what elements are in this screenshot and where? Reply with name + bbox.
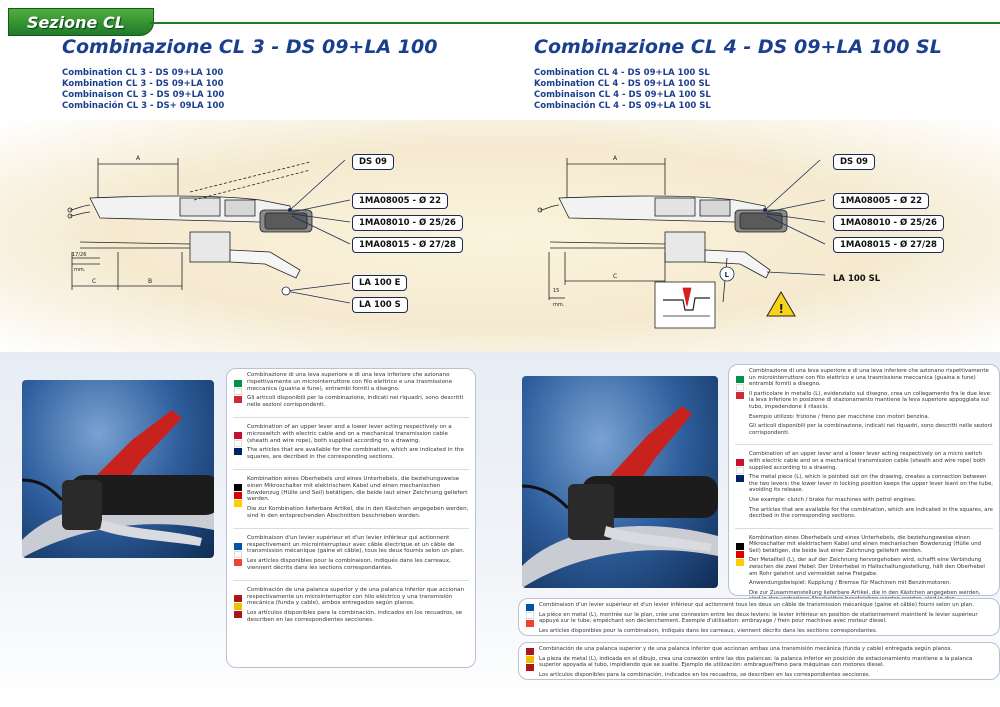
dim-h-label: 15	[553, 288, 559, 294]
text-line: Il particolare in metallo (L), evidenzia…	[749, 390, 992, 410]
callout-1ma08010-left: 1MA08010 - Ø 25/26	[352, 215, 463, 231]
italian-flag-icon	[234, 380, 242, 403]
spanish-flag-icon	[526, 648, 534, 671]
right-technical-drawing: A C 15 mm. L !	[537, 155, 826, 329]
left-title: Combinazione CL 3 - DS 09+LA 100	[62, 36, 438, 58]
right-description-panel-es: Combinación de una palanca superior y de…	[518, 642, 1000, 680]
callout-la100sl: LA 100 SL	[833, 274, 881, 284]
dim-mm-label: mm.	[74, 267, 86, 273]
german-flag-icon	[736, 542, 744, 566]
callout-ds09-left: DS 09	[352, 154, 394, 170]
left-product-photo	[22, 380, 214, 558]
dim-mm-label: mm.	[553, 302, 565, 308]
text-line: Der Metallteil (L), der auf der Zeichnun…	[749, 557, 985, 577]
text-block-it: Combinazione di una leva superiore e di …	[233, 372, 469, 418]
text-line: Combinaison d'un levier supérieur et d'u…	[247, 534, 465, 555]
left-subtitle: Kombination CL 3 - DS 09+LA 100	[62, 79, 224, 89]
text-block-en: Combination of an upper lever and a lowe…	[233, 424, 469, 470]
text-line: Combinaison d'un levier supérieur et d'u…	[539, 602, 974, 608]
italian-flag-icon	[736, 376, 744, 399]
text-block-es: Combinación de una palanca superior y de…	[233, 587, 469, 632]
left-subtitle: Combinaison CL 3 - DS 09+LA 100	[62, 90, 225, 100]
text-line: La pieza de metal (L), indicada en el di…	[539, 655, 973, 669]
left-subtitle: Combination CL 3 - DS 09+LA 100	[62, 68, 224, 78]
text-line: Die zur Kombination lieferbare Artikel, …	[247, 506, 469, 519]
text-line: Anwendungsbeispiel: Kupplung / Bremse fü…	[749, 580, 951, 587]
right-subtitles: Combination CL 4 - DS 09+LA 100 SL Kombi…	[534, 68, 711, 112]
french-flag-icon	[526, 604, 534, 627]
callout-la100e: LA 100 E	[352, 275, 408, 291]
text-line: The articles that are available for the …	[247, 447, 464, 461]
text-block-fr: Combinaison d'un levier supérieur et d'u…	[525, 602, 993, 642]
text-line: Kombination eines Oberhebels und eines U…	[749, 534, 982, 554]
callout-anchor	[763, 208, 767, 212]
callout-anchor	[281, 286, 291, 296]
header-rule	[150, 22, 1000, 24]
warning-mark: !	[779, 302, 784, 316]
dim-a-label: A	[613, 155, 618, 162]
section-label: Sezione CL	[27, 13, 125, 32]
text-line: Los artículos disponibles para la combin…	[539, 671, 871, 678]
text-line: The metal piece (L), which is pointed ou…	[749, 474, 994, 494]
dim-c-label: C	[613, 273, 617, 280]
text-line: Les articles disponibles pour la combina…	[247, 558, 451, 571]
text-line: Los artículos disponibles para la combin…	[247, 610, 463, 623]
french-flag-icon	[234, 542, 242, 566]
right-subtitle: Kombination CL 4 - DS 09+LA 100 SL	[534, 79, 711, 89]
detail-l-label: L	[725, 271, 730, 279]
text-line: Combinación de una palanca superior y de…	[539, 646, 953, 652]
dim-a-label: A	[136, 155, 141, 162]
right-description-panel: Combinazione di una leva superiore e di …	[728, 364, 1000, 609]
text-block-en: Combination of an upper lever and a lowe…	[735, 451, 994, 529]
right-subtitle: Combinaison CL 4 - DS 09+LA 100 SL	[534, 90, 711, 100]
right-product-photo	[522, 376, 718, 588]
callout-la100s: LA 100 S	[352, 297, 408, 313]
callout-anchor	[288, 208, 292, 212]
text-line: Gli articoli disponibili per la combinaz…	[247, 395, 464, 409]
warning-icon	[766, 291, 796, 317]
left-subtitles: Combination CL 3 - DS 09+LA 100 Kombinat…	[62, 68, 224, 112]
text-line: Esempio utilizzo: frizione / freno per m…	[749, 413, 930, 420]
german-flag-icon	[234, 483, 242, 507]
left-description-panel: Combinazione di una leva superiore e di …	[226, 368, 476, 668]
text-line: The articles that are available for the …	[749, 506, 993, 520]
callout-1ma08005-left: 1MA08005 - Ø 22	[352, 193, 448, 209]
text-line: Gli articoli disponibili per la combinaz…	[749, 423, 993, 436]
dim-h-label: 17/26	[72, 252, 86, 258]
text-line: La pièce en metal (L), montrée sur le pl…	[539, 611, 978, 625]
right-title: Combinazione CL 4 - DS 09+LA 100 SL	[534, 36, 942, 58]
uk-flag-icon	[736, 459, 744, 483]
right-description-panel-fr: Combinaison d'un levier supérieur et d'u…	[518, 598, 1000, 636]
section-tab: Sezione CL	[8, 8, 154, 36]
callout-1ma08005-right: 1MA08005 - Ø 22	[833, 193, 929, 209]
detail-l-marker	[719, 266, 735, 282]
text-line: Kombination eines Oberhebels und eines U…	[247, 475, 468, 503]
text-line: Combination of an upper lever and a lowe…	[247, 423, 452, 444]
dim-c-label: C	[92, 278, 96, 285]
text-line: Combinazione di una leva superiore e di …	[247, 372, 453, 392]
text-block-fr: Combinaison d'un levier supérieur et d'u…	[233, 535, 469, 581]
right-subtitle: Combinación CL 4 - DS 09+LA 100 SL	[534, 101, 711, 111]
right-subtitle: Combination CL 4 - DS 09+LA 100 SL	[534, 68, 710, 78]
text-block-it: Combinazione di una leva superiore e di …	[735, 368, 993, 446]
callout-1ma08015-right: 1MA08015 - Ø 27/28	[833, 237, 944, 253]
dim-b-label: B	[148, 278, 152, 285]
text-line: Combinación de una palanca superior y de…	[247, 586, 465, 607]
uk-flag-icon	[234, 431, 242, 455]
text-block-es: Combinación de una palanca superior y de…	[525, 646, 993, 686]
text-line: Combination of an upper lever and a lowe…	[749, 451, 986, 471]
left-subtitle: Combinación CL 3 - DS+ 09LA 100	[62, 101, 225, 111]
text-line: Combinazione di una leva superiore e di …	[749, 368, 989, 388]
callout-1ma08010-right: 1MA08010 - Ø 25/26	[833, 215, 944, 231]
callout-1ma08015-left: 1MA08015 - Ø 27/28	[352, 237, 463, 253]
callout-ds09-right: DS 09	[833, 154, 875, 170]
left-technical-drawing: A B C 17/26 mm.	[67, 155, 351, 304]
spanish-flag-icon	[234, 594, 242, 618]
text-line: Use example: clutch / brake for machines…	[749, 496, 917, 503]
text-block-de: Kombination eines Oberhebels und eines U…	[233, 476, 469, 529]
text-line: Les articles disponibles pour la combina…	[539, 627, 878, 634]
